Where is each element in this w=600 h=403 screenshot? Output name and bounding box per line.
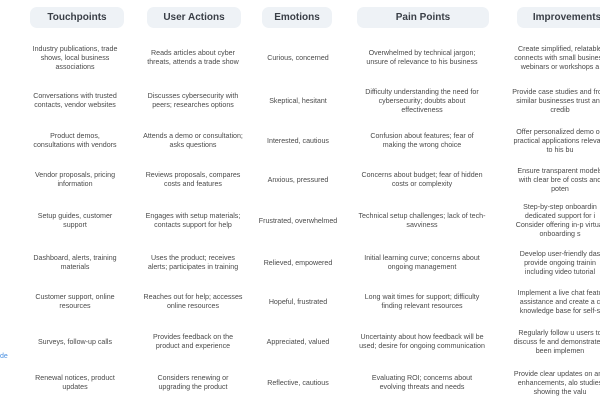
column-header-4: Pain Points	[357, 7, 489, 28]
cell-text: Step-by-step onboardin dedicated support…	[515, 203, 600, 238]
cell-text: Setup guides, customer support	[37, 212, 113, 229]
cell-text: Uses the product; receives alerts; parti…	[147, 254, 239, 271]
table-cell: Frustrated, overwhelmed	[257, 203, 339, 239]
cell-text: Curious, concerned	[267, 53, 329, 62]
table-cell: Provide case studies and from similar bu…	[512, 83, 600, 119]
table-cell: Step-by-step onboardin dedicated support…	[512, 203, 600, 239]
table-cell: Overwhelmed by technical jargon; unsure …	[358, 40, 486, 76]
cell-text: Confusion about features; fear of making…	[370, 132, 474, 149]
table-cell: Setup guides, customer support	[29, 203, 121, 239]
cell-text: Evaluating ROI; concerns about evolving …	[371, 374, 473, 391]
table-cell: Surveys, follow-up calls	[29, 324, 121, 360]
cell-text: Reflective, cautious	[267, 378, 329, 387]
table-cell: Product demos, consultations with vendor…	[29, 123, 121, 159]
table-cell: Reaches out for help; accesses online re…	[143, 284, 243, 320]
cell-text: Skeptical, hesitant	[269, 96, 327, 105]
cell-text: Discusses cybersecurity with peers; rese…	[147, 92, 239, 109]
table-cell: Attends a demo or consultation; asks que…	[143, 123, 243, 159]
table-cell: Initial learning curve; concerns about o…	[358, 245, 486, 281]
table-cell: Create simplified, relatable connects wi…	[512, 40, 600, 76]
table-cell: Regularly follow u users to discuss fe a…	[512, 324, 600, 360]
column-header-3: Emotions	[262, 7, 332, 28]
table-cell: Reads articles about cyber threats, atte…	[143, 40, 243, 76]
cell-text: Initial learning curve; concerns about o…	[364, 254, 480, 271]
cell-text: Appreciated, valued	[266, 337, 330, 346]
cell-text: Technical setup challenges; lack of tech…	[358, 212, 486, 229]
table-cell: Reflective, cautious	[257, 365, 339, 401]
column-header-2: User Actions	[147, 7, 241, 28]
table-cell: Provides feedback on the product and exp…	[143, 324, 243, 360]
table-cell: Anxious, pressured	[257, 162, 339, 198]
cell-text: Relieved, empowered	[263, 258, 333, 267]
cell-text: Implement a live chat featu assistance a…	[517, 288, 600, 315]
column-header-1: Touchpoints	[30, 7, 124, 28]
cell-text: Overwhelmed by technical jargon; unsure …	[366, 49, 478, 66]
cell-text: Offer personalized demo on practical app…	[513, 127, 600, 154]
table-cell: Implement a live chat featu assistance a…	[512, 284, 600, 320]
table-cell: Industry publications, trade shows, loca…	[29, 40, 121, 76]
cell-text: Interested, cautious	[267, 136, 329, 145]
cell-text: Provide case studies and from similar bu…	[512, 87, 600, 114]
table-cell: Provide clear updates on and enhancement…	[512, 365, 600, 401]
cell-text: Concerns about budget; fear of hidden co…	[361, 171, 483, 188]
table-cell: Confusion about features; fear of making…	[358, 123, 486, 159]
cell-text: Reaches out for help; accesses online re…	[143, 293, 243, 310]
cell-text: Industry publications, trade shows, loca…	[32, 44, 118, 71]
table-cell: Reviews proposals, compares costs and fe…	[143, 162, 243, 198]
cell-text: Ensure transparent models with clear bre…	[517, 166, 600, 193]
cell-text: Conversations with trusted contacts, ven…	[33, 92, 117, 109]
column-header-5: Improvements	[517, 7, 600, 28]
cell-text: Hopeful, frustrated	[268, 297, 328, 306]
cell-text: Difficulty understanding the need for cy…	[365, 87, 479, 114]
table-cell: Uses the product; receives alerts; parti…	[143, 245, 243, 281]
cell-text: Product demos, consultations with vendor…	[33, 132, 117, 149]
table-cell: Uncertainty about how feedback will be u…	[358, 324, 486, 360]
cell-text: Reads articles about cyber threats, atte…	[147, 49, 239, 66]
table-cell: Dashboard, alerts, training materials	[29, 245, 121, 281]
cell-text: Uncertainty about how feedback will be u…	[359, 333, 485, 350]
table-cell: Skeptical, hesitant	[257, 83, 339, 119]
table-cell: Develop user-friendly das provide ongoin…	[512, 245, 600, 281]
cell-text: Dashboard, alerts, training materials	[33, 254, 117, 271]
table-cell: Technical setup challenges; lack of tech…	[358, 203, 486, 239]
cell-text: Vendor proposals, pricing information	[34, 171, 116, 188]
cell-text: Provides feedback on the product and exp…	[152, 333, 234, 350]
table-cell: Engages with setup materials; contacts s…	[143, 203, 243, 239]
table-cell: Relieved, empowered	[257, 245, 339, 281]
table-cell: Curious, concerned	[257, 40, 339, 76]
cell-text: Renewal notices, product updates	[35, 374, 115, 391]
table-cell: Vendor proposals, pricing information	[29, 162, 121, 198]
table-cell: Hopeful, frustrated	[257, 284, 339, 320]
table-cell: Appreciated, valued	[257, 324, 339, 360]
table-cell: Offer personalized demo on practical app…	[512, 123, 600, 159]
cell-text: Attends a demo or consultation; asks que…	[143, 132, 243, 149]
table-cell: Ensure transparent models with clear bre…	[512, 162, 600, 198]
cell-text: Regularly follow u users to discuss fe a…	[513, 328, 600, 355]
cell-text: Reviews proposals, compares costs and fe…	[145, 171, 241, 188]
cell-text: Customer support, online resources	[35, 293, 115, 310]
table-cell: Discusses cybersecurity with peers; rese…	[143, 83, 243, 119]
table-cell: Long wait times for support; difficulty …	[358, 284, 486, 320]
cell-text: Surveys, follow-up calls	[37, 337, 113, 346]
table-cell: Considers renewing or upgrading the prod…	[143, 365, 243, 401]
cell-text: Long wait times for support; difficulty …	[364, 293, 480, 310]
cell-text: Engages with setup materials; contacts s…	[145, 212, 241, 229]
table-cell: Interested, cautious	[257, 123, 339, 159]
table-cell: Difficulty understanding the need for cy…	[358, 83, 486, 119]
stage-label-fragment: de	[0, 353, 8, 360]
cell-text: Frustrated, overwhelmed	[258, 216, 338, 225]
table-cell: Customer support, online resources	[29, 284, 121, 320]
cell-text: Develop user-friendly das provide ongoin…	[519, 249, 600, 276]
cell-text: Provide clear updates on and enhancement…	[513, 369, 600, 396]
table-cell: Evaluating ROI; concerns about evolving …	[358, 365, 486, 401]
table-cell: Conversations with trusted contacts, ven…	[29, 83, 121, 119]
table-cell: Renewal notices, product updates	[29, 365, 121, 401]
table-cell: Concerns about budget; fear of hidden co…	[358, 162, 486, 198]
cell-text: Anxious, pressured	[267, 175, 329, 184]
cell-text: Create simplified, relatable connects wi…	[514, 44, 600, 71]
cell-text: Considers renewing or upgrading the prod…	[157, 374, 229, 391]
